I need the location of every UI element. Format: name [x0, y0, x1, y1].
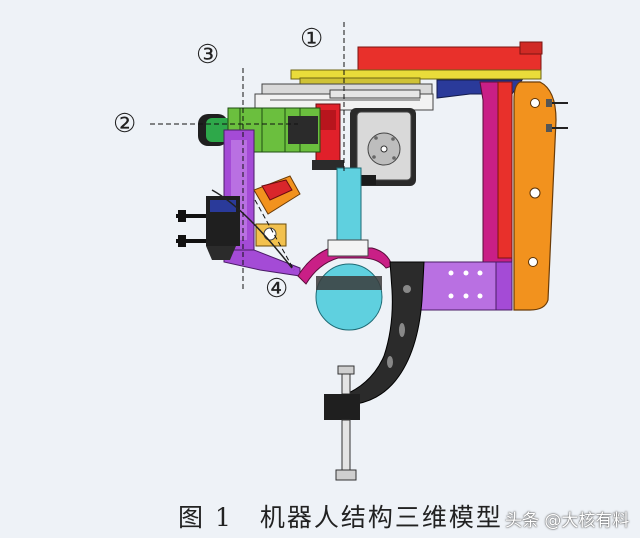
- white-clamp-band: [327, 239, 369, 257]
- clamp-screw: [324, 365, 360, 481]
- callout-label-4: ④: [265, 274, 289, 304]
- arm-hole-icon: [530, 98, 540, 108]
- red-frame-bracket: [497, 81, 513, 259]
- violet-horizontal-beam: [419, 261, 513, 311]
- pipe-band: [316, 276, 382, 290]
- hook-slot-icon: [399, 323, 405, 337]
- hook-slot-icon: [387, 356, 393, 368]
- arm-bolt-icon: [546, 99, 568, 132]
- guide-lines: [150, 22, 345, 290]
- arm-hole-icon: [528, 257, 538, 267]
- callout-label-3: ③: [196, 40, 220, 70]
- cyan-pipe: [315, 263, 383, 331]
- roller-wheel: [346, 108, 416, 186]
- end-gripper: [176, 196, 240, 260]
- figure-caption: 图 1 机器人结构三维模型: [178, 503, 503, 532]
- callout-label-2: ②: [113, 109, 137, 139]
- arm-hole-icon: [529, 187, 541, 199]
- cyan-column: [336, 167, 362, 247]
- hook-hole-icon: [403, 285, 411, 293]
- top-red-bar: [357, 41, 543, 74]
- green-drive-motor: [198, 107, 321, 153]
- watermark: 头条 @大核有料: [505, 511, 630, 531]
- magenta-hook-clamp: [297, 247, 393, 285]
- callout-label-1: ①: [300, 24, 324, 54]
- cable-icon: [211, 189, 293, 269]
- gripper-head: [253, 175, 301, 247]
